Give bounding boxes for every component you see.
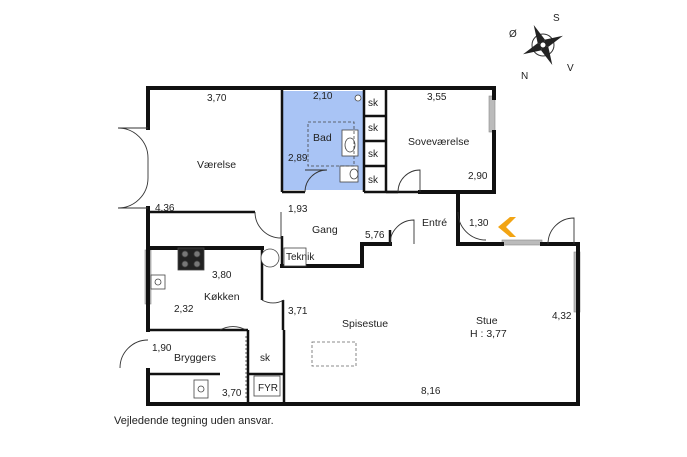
window-sovevaerelse [488, 95, 496, 133]
dim-stue-w: 8,16 [421, 386, 441, 397]
dim-entre-w: 1,30 [469, 218, 489, 229]
dining-table [311, 341, 357, 367]
dim-koekken-h: 2,32 [174, 304, 194, 315]
dim-bad-w: 2,10 [313, 91, 333, 102]
compass-s: S [553, 13, 560, 24]
room-gang: Gang [312, 224, 338, 236]
dim-koekken-w: 3,80 [212, 270, 232, 281]
room-vaerelse: Værelse [197, 159, 236, 171]
room-stue-height: H : 3,77 [470, 328, 507, 340]
dim-gang-w: 5,76 [365, 230, 385, 241]
room-sovevaerelse: Soveværelse [408, 136, 469, 148]
compass-v: V [567, 63, 574, 74]
room-bad: Bad [313, 132, 332, 144]
entrance-arrow-icon [498, 217, 516, 237]
compass-n: N [521, 71, 528, 82]
closet-label: sk [368, 123, 379, 134]
compass-icon: S Ø N V [509, 13, 574, 82]
disclaimer-caption: Vejledende tegning uden ansvar. [114, 415, 274, 427]
dim-stue-h: 4,32 [552, 311, 572, 322]
dim-spisestue-h: 3,71 [288, 306, 308, 317]
window-entre [501, 239, 543, 246]
walls [146, 86, 580, 406]
dim-bryggers-w: 3,70 [222, 388, 242, 399]
closet-label: sk [260, 353, 271, 364]
dim-gang-h: 1,93 [288, 204, 308, 215]
closet-label: sk [368, 149, 379, 160]
dim-vaerelse-h: 4,36 [155, 203, 175, 214]
dim-bad-h: 2,89 [288, 153, 308, 164]
room-bryggers: Bryggers [174, 352, 216, 364]
dim-sove-w: 3,55 [427, 92, 447, 103]
dim-bryggers-h: 1,90 [152, 343, 172, 354]
kitchen-fixtures [150, 247, 307, 399]
doors [117, 127, 575, 369]
inner-walls [148, 88, 420, 404]
fyr-label: FYR [258, 383, 278, 394]
room-koekken: Køkken [204, 291, 240, 303]
room-entre: Entré [422, 217, 447, 229]
bath-fixtures [307, 94, 362, 183]
closet-label: sk [368, 175, 379, 186]
room-stue: Stue [476, 315, 498, 327]
room-spisestue: Spisestue [342, 318, 388, 330]
dim-sove-h: 2,90 [468, 171, 488, 182]
dim-vaerelse-w: 3,70 [207, 93, 227, 104]
teknik-label: Teknik [286, 252, 315, 263]
compass-o: Ø [509, 29, 517, 40]
closet-label: sk [368, 98, 379, 109]
